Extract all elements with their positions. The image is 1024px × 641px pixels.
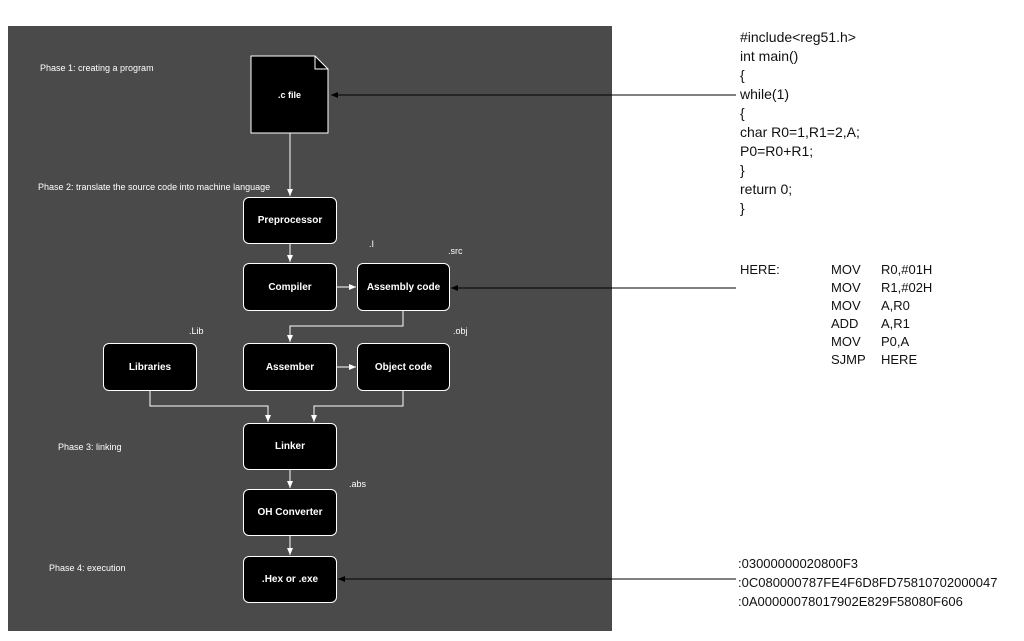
code-line: while(1) <box>740 86 790 102</box>
hex-exe-node: .Hex or .exe <box>243 556 337 603</box>
ext-i-label: .I <box>369 239 375 249</box>
code-line: P0=R0+R1; <box>740 143 814 159</box>
assembly-code-node: Assembly code <box>357 263 450 311</box>
document-shape <box>250 55 329 134</box>
asm-op: MOV <box>831 334 861 349</box>
libraries-node: Libraries <box>103 343 197 391</box>
object-code-node: Object code <box>357 343 450 391</box>
arrow-libraries-to-linker <box>149 391 271 422</box>
asm-op: SJMP <box>831 352 866 367</box>
compiler-node: Compiler <box>243 263 337 311</box>
code-line: #include<reg51.h> <box>740 29 856 45</box>
code-line: int main() <box>740 48 799 64</box>
linker-node: Linker <box>243 423 337 470</box>
hex-line: :0A00000078017902E829F58080F606 <box>738 594 963 609</box>
asm-label-here: HERE: <box>740 262 780 277</box>
code-line: } <box>740 162 745 178</box>
arrow-assembly-to-assembler <box>287 311 404 342</box>
asm-line: SJMP HERE <box>831 352 917 367</box>
asm-line: MOV A,R0 <box>831 298 910 313</box>
oh-converter-node: OH Converter <box>243 489 337 536</box>
assembler-node: Assember <box>243 343 337 391</box>
phase-1-label: Phase 1: creating a program <box>40 63 154 73</box>
asm-args: R0,#01H <box>881 262 933 277</box>
ext-src-label: .src <box>448 246 463 256</box>
asm-op: MOV <box>831 298 861 313</box>
hex-line: :0C080000787FE4F6D8FD75810702000047 <box>738 575 998 590</box>
c-source-code: #include<reg51.h> int main() { while(1) … <box>740 28 860 218</box>
asm-line: MOV P0,A <box>831 334 909 349</box>
code-line: } <box>740 200 745 216</box>
asm-op: MOV <box>831 280 861 295</box>
code-line: return 0; <box>740 181 793 197</box>
asm-args: A,R0 <box>881 298 910 313</box>
ext-lib-label: .Lib <box>189 326 204 336</box>
ext-abs-label: .abs <box>349 479 367 489</box>
hex-line: :03000000020800F3 <box>738 556 859 571</box>
code-line: { <box>740 67 745 83</box>
preprocessor-node: Preprocessor <box>243 197 337 244</box>
asm-args: P0,A <box>881 334 910 349</box>
asm-args: A,R1 <box>881 316 910 331</box>
asm-args: R1,#02H <box>881 280 933 295</box>
code-line: { <box>740 105 745 121</box>
phase-4-label: Phase 4: execution <box>49 563 126 573</box>
code-line: char R0=1,R1=2,A; <box>740 124 860 140</box>
asm-op: ADD <box>831 316 859 331</box>
asm-args: HERE <box>881 352 918 367</box>
c-file-node: .c file <box>277 89 301 100</box>
hex-output: :03000000020800F3 :0C080000787FE4F6D8FD7… <box>738 554 997 611</box>
asm-line: MOV R1,#02H <box>831 280 932 295</box>
arrow-object-to-linker <box>311 391 404 422</box>
asm-op: MOV <box>831 262 861 277</box>
asm-line: MOV R0,#01H <box>831 262 932 277</box>
phase-3-label: Phase 3: linking <box>58 442 122 452</box>
phase-2-label: Phase 2: translate the source code into … <box>38 182 271 192</box>
asm-line: ADD A,R1 <box>831 316 910 331</box>
ext-obj-label: .obj <box>453 326 468 336</box>
